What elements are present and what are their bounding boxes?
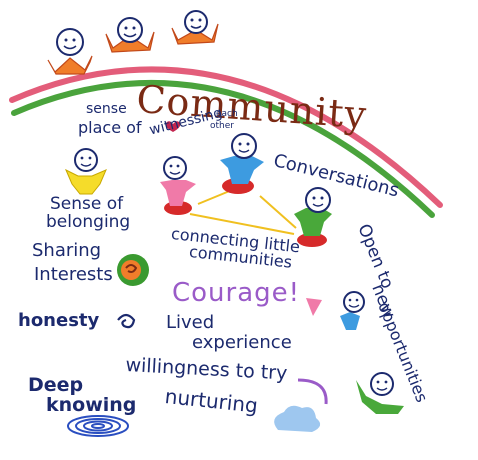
connection-lines <box>189 189 297 235</box>
label-lived: Lived <box>166 312 215 333</box>
label-knowing: knowing <box>46 394 137 416</box>
person-pink <box>160 156 196 215</box>
person-small-blue <box>340 291 365 330</box>
label-interests: Interests <box>34 264 113 285</box>
swash-icon <box>297 378 328 405</box>
deep-spiral-icon <box>67 415 129 437</box>
rainbow-arc-green <box>11 80 435 218</box>
label-sense-of: Sense of <box>50 194 124 214</box>
person-green <box>294 187 332 247</box>
spiral-icon <box>117 313 136 329</box>
person-blue <box>220 133 264 194</box>
label-honesty: honesty <box>18 310 100 331</box>
cloud-icon <box>274 405 321 432</box>
person-top-middle <box>105 17 155 53</box>
label-witnessing-each: each <box>216 109 238 119</box>
person-top-left <box>47 28 93 75</box>
label-sense-place-line2: place of <box>78 118 142 137</box>
person-green-bottom <box>356 372 404 414</box>
label-sense-place-line1: sense <box>86 101 127 117</box>
label-courage: Courage! <box>172 278 301 308</box>
triangle-icon <box>306 298 322 316</box>
person-yellow <box>65 148 107 195</box>
swirl-icon <box>117 254 149 286</box>
label-sharing: Sharing <box>32 240 102 261</box>
label-deep: Deep <box>28 374 84 396</box>
heart-icon <box>165 121 181 132</box>
rainbow-arc-pink <box>9 66 443 208</box>
label-belonging: belonging <box>46 212 131 232</box>
person-top-right <box>171 10 219 45</box>
label-experience: experience <box>192 332 292 353</box>
label-witnessing-other: other <box>210 121 234 131</box>
